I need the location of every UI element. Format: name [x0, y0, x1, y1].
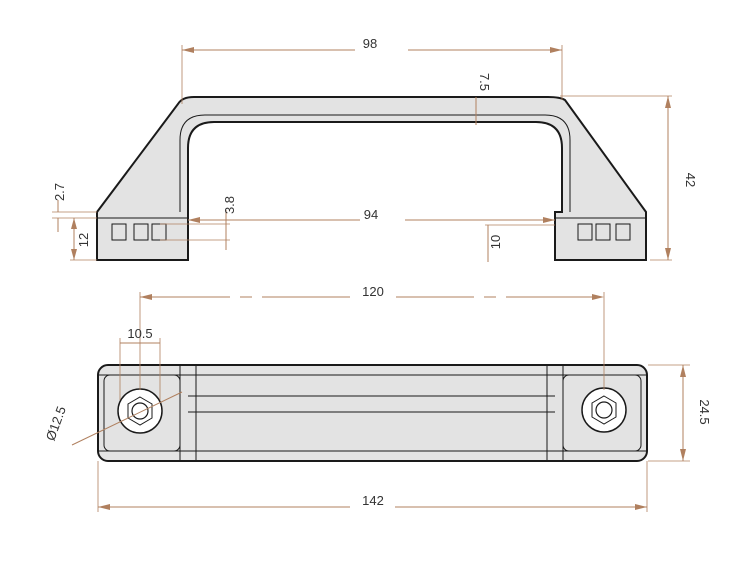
top-view: 120 10.5 Ø12.5 24.5 142: [43, 284, 712, 512]
dim-inner-span: 94: [364, 207, 378, 222]
grip-inner-line: [179, 114, 571, 212]
left-foot-slots: [111, 223, 167, 241]
dim-overall-height: 42: [683, 173, 698, 187]
dim-foot-height: 12: [76, 233, 91, 247]
dim-foot-step: 2.7: [52, 183, 67, 201]
dim-grip-thickness: 7.5: [477, 73, 492, 91]
side-view: 98 7.5 42 2.7 12 3.8 94: [52, 36, 698, 262]
right-foot-slots: [577, 223, 631, 241]
dim-counterbore-width: 10.5: [127, 326, 152, 341]
handle-side-outline: [96, 96, 647, 261]
dim-overall-length: 142: [362, 493, 384, 508]
right-counterbore: [562, 374, 642, 452]
dim-hole-spacing: 120: [362, 284, 384, 299]
dim-base-offset: 10: [488, 235, 503, 249]
dim-hole-diameter: Ø12.5: [43, 404, 69, 442]
dim-top-overall-width: 98: [363, 36, 377, 51]
dim-body-width: 24.5: [697, 399, 712, 424]
handle-top-outline: [97, 364, 648, 462]
left-counterbore: [103, 374, 181, 452]
dim-mount-offset: 3.8: [222, 196, 237, 214]
